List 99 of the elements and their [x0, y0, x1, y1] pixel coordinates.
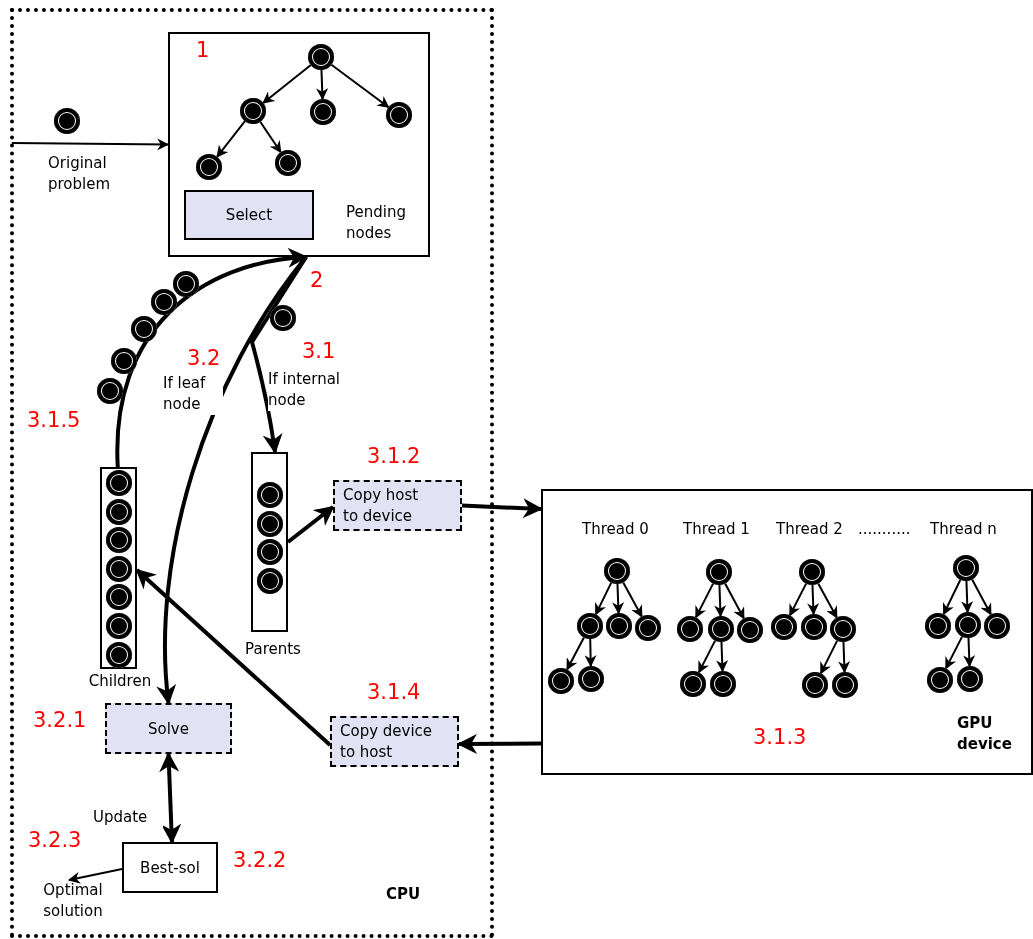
stack-label: Children — [87, 671, 153, 692]
arrow — [159, 752, 182, 844]
tree-node-circle — [677, 616, 703, 642]
arrow — [316, 69, 329, 101]
tree-node-circle — [308, 44, 334, 70]
panel-box — [541, 489, 1033, 775]
arrow — [788, 582, 808, 617]
step-number: 3.2.1 — [33, 710, 87, 731]
tree-node-circle — [771, 614, 797, 640]
step-number: 3.1.5 — [27, 410, 81, 431]
thread-label: Thread 2 — [776, 519, 843, 540]
tree-node-circle — [801, 614, 827, 640]
arrow — [135, 568, 332, 747]
tree-node-circle — [635, 615, 661, 641]
box-label: Copy host to device — [343, 484, 420, 527]
arrow — [716, 641, 729, 673]
box-label: Select — [224, 204, 274, 226]
box-label: Solve — [147, 718, 190, 739]
step-number: 3.1.2 — [367, 446, 421, 467]
arrow — [697, 639, 717, 674]
arrow — [286, 505, 335, 544]
arrow — [971, 578, 992, 616]
step-number: 2 — [310, 270, 324, 291]
tree-node-circle — [706, 559, 732, 585]
select-box — [184, 190, 314, 240]
arrow — [262, 64, 312, 104]
thread-label: ........... — [858, 519, 911, 540]
thread-label: Thread 1 — [683, 519, 750, 540]
step-number: 3.2.2 — [233, 850, 287, 871]
tree-node-circle — [196, 154, 222, 180]
panel-box — [168, 32, 430, 257]
tree-node-circle — [957, 666, 983, 692]
process-box — [330, 716, 459, 767]
arrow — [961, 580, 974, 614]
arrow — [612, 583, 625, 615]
process-box — [333, 480, 462, 531]
arrow — [594, 581, 613, 616]
arrow — [461, 498, 543, 519]
arrow — [819, 639, 839, 675]
tree-node-circle — [577, 613, 603, 639]
arrow — [259, 120, 282, 154]
tree-node-circle — [832, 672, 858, 698]
tree-node-circle — [955, 612, 981, 638]
tree-node-circle — [578, 666, 604, 692]
box-label: Best-sol — [139, 857, 201, 878]
stack-label: Parents — [244, 639, 302, 660]
arrow — [67, 868, 123, 884]
process-box — [122, 842, 218, 893]
arrow — [11, 138, 170, 151]
tree-node-circle — [386, 102, 412, 128]
tree-node-circle — [680, 671, 706, 697]
arrow — [250, 255, 308, 454]
arrow — [724, 582, 745, 620]
process-box — [105, 703, 232, 754]
tree-node-circle — [830, 616, 856, 642]
arrow — [622, 581, 643, 618]
step-number: 3.2 — [187, 348, 221, 369]
tree-node-circle — [799, 559, 825, 585]
arrow — [457, 733, 541, 754]
arrow — [330, 63, 390, 109]
arrow — [942, 578, 962, 616]
tree-node-circle — [310, 99, 336, 125]
tree-node-circle — [240, 98, 266, 124]
tree-node-circle — [275, 150, 301, 176]
arrow — [566, 636, 585, 671]
tree-node-circle — [984, 613, 1010, 639]
step-number: 3.1 — [302, 341, 336, 362]
tree-node-circle — [710, 671, 736, 697]
tree-node-circle — [548, 668, 574, 694]
thread-label: Thread n — [930, 519, 997, 540]
arrow — [817, 582, 838, 619]
arrow — [963, 637, 976, 668]
arrow — [216, 120, 246, 158]
arrow — [584, 638, 597, 668]
tree-node-circle — [737, 617, 763, 643]
edge-label: If leaf node — [163, 373, 223, 415]
tree-node-circle — [708, 616, 734, 642]
step-number: 3.2.3 — [28, 830, 82, 851]
arrow — [694, 582, 715, 619]
box-label: CPU — [386, 884, 422, 905]
step-number: 3.1.3 — [753, 727, 807, 748]
tree-node-circle — [802, 672, 828, 698]
step-number: 1 — [196, 40, 210, 61]
edge-label: Update — [93, 807, 163, 828]
arrow — [838, 641, 851, 674]
box-label: GPU device — [957, 713, 1013, 755]
tree-node-circle — [925, 613, 951, 639]
arrow — [807, 584, 820, 616]
arrow — [714, 584, 727, 618]
box-label: Pending nodes — [346, 202, 407, 244]
tree-node-circle — [604, 558, 630, 584]
box-label: Copy device to host — [340, 720, 433, 763]
arrow — [944, 635, 964, 670]
tree-node-circle — [927, 667, 953, 693]
output-label: Optimal solution — [42, 880, 104, 922]
tree-node-circle — [606, 613, 632, 639]
step-number: 3.1.4 — [367, 682, 421, 703]
thread-label: Thread 0 — [582, 519, 649, 540]
tree-node-circle — [953, 555, 979, 581]
